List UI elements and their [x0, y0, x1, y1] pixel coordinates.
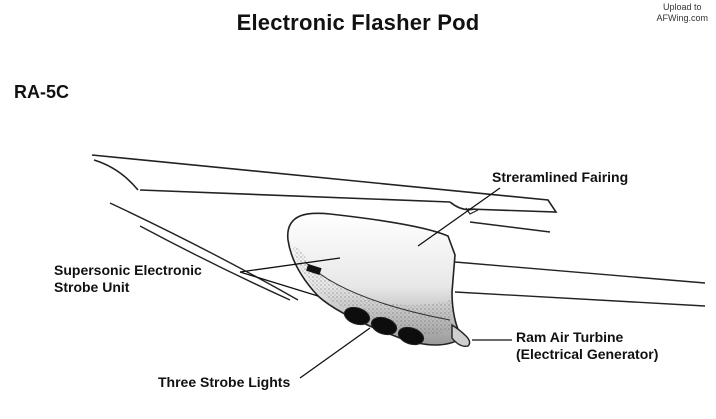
leader-fairing [417, 187, 501, 247]
wing-outline [91, 154, 558, 215]
strobe-light-2 [370, 316, 398, 336]
leader-strobe-lights [299, 327, 371, 379]
label-turbine: Ram Air Turbine (Electrical Generator) [516, 329, 658, 363]
strobe-light-1 [343, 306, 371, 326]
strobe-lights [343, 306, 425, 346]
leader-strobe-unit-b [239, 271, 319, 297]
diagram-title: Electronic Flasher Pod [236, 10, 480, 35]
watermark-line-2: AFWing.com [656, 13, 708, 23]
label-turbine-line-1: Ram Air Turbine [516, 329, 624, 345]
leader-strobe-unit-a [239, 257, 341, 273]
label-strobe-unit: Supersonic Electronic Strobe Unit [54, 262, 202, 296]
strobe-light-3 [397, 326, 425, 346]
watermark: Upload to AFWing.com [656, 2, 708, 24]
watermark-line-1: Upload to [662, 2, 702, 12]
leader-lines [239, 187, 512, 379]
aircraft-designation: RA-5C [14, 82, 70, 102]
label-strobe-unit-line-2: Strobe Unit [54, 279, 130, 295]
label-strobe-unit-line-1: Supersonic Electronic [54, 262, 202, 278]
label-fairing: Streramlined Fairing [492, 169, 629, 185]
label-strobe-lights: Three Strobe Lights [158, 374, 291, 390]
label-turbine-line-2: (Electrical Generator) [516, 346, 659, 362]
fuselage-lines [109, 202, 706, 307]
